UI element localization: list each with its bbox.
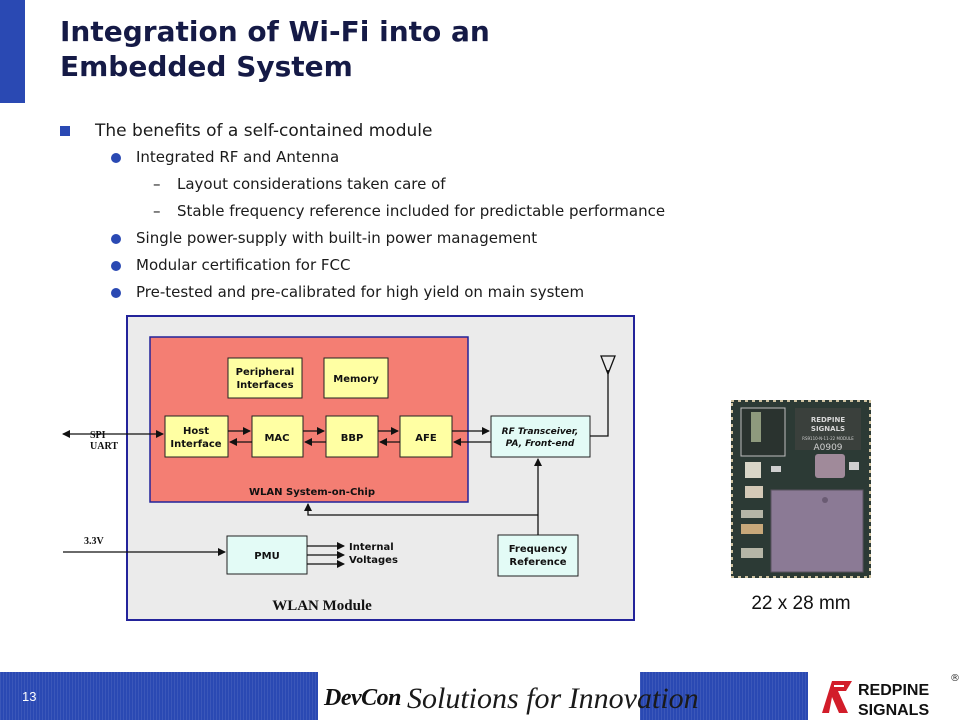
freq-soc-arrow (304, 503, 538, 516)
mac-block (251, 415, 304, 458)
afe-label: AFE (415, 433, 437, 444)
bullet-list: The benefits of a self-contained module … (60, 118, 665, 306)
module-size-caption: 22 x 28 mm (751, 593, 851, 614)
mac-label: MAC (264, 433, 289, 444)
slide-title-line1: Integration of Wi-Fi into an (60, 15, 490, 48)
bbp-label: BBP (341, 433, 364, 444)
bullet-power-supply: Single power-supply with built-in power … (60, 225, 665, 252)
title-accent-bar (0, 0, 25, 103)
soc-label: WLAN System-on-Chip (249, 487, 375, 498)
peripheral-label-2: Interfaces (236, 380, 293, 391)
bullet-main: The benefits of a self-contained module (60, 118, 665, 144)
uart-label: UART (90, 441, 118, 452)
pmu-block (226, 535, 308, 575)
bullet-certification: Modular certification for FCC (60, 252, 665, 279)
antenna-icon (600, 355, 616, 376)
chip-logo-line1: REDPINE (811, 416, 846, 424)
bullet-layout: Layout considerations taken care of (60, 171, 665, 198)
rf-label-1: RF Transceiver, (502, 427, 579, 437)
spi-label: SPI (90, 430, 106, 441)
memory-block (323, 357, 389, 399)
bbp-block (325, 415, 379, 458)
rf-transceiver-block (490, 415, 591, 458)
antenna-feed-line (590, 370, 609, 437)
bullet-pretested: Pre-tested and pre-calibrated for high y… (60, 279, 665, 306)
footer-band-right (640, 672, 808, 720)
memory-label: Memory (333, 374, 379, 385)
footer-bar: 13 DevCon Solutions for Innovation REDPI… (0, 672, 960, 720)
footer-band-left (0, 672, 318, 720)
internal-label-2: Voltages (349, 555, 398, 566)
freq-label-1: Frequency (509, 544, 568, 555)
rf-label-2: PA, Front-end (506, 439, 575, 449)
host-label-2: Interface (170, 439, 221, 450)
host-label-1: Host (183, 426, 209, 437)
afe-block (399, 415, 453, 458)
freq-label-2: Reference (509, 557, 566, 568)
pmu-label: PMU (254, 551, 279, 562)
registered-mark: ® (950, 673, 960, 684)
slide-title: Integration of Wi-Fi into an Embedded Sy… (60, 14, 490, 84)
peripheral-label-1: Peripheral (236, 367, 295, 378)
module-label: WLAN Module (272, 598, 372, 614)
redpine-logo: REDPINE SIGNALS (818, 675, 929, 720)
internal-label-1: Internal (349, 542, 394, 553)
frequency-reference-block (497, 534, 579, 577)
block-diagram: Peripheral Interfaces Memory Host Interf… (62, 315, 635, 621)
bullet-rf-antenna: Integrated RF and Antenna (60, 144, 665, 171)
peripheral-interfaces-block (227, 357, 303, 399)
supply-label: 3.3V (84, 536, 105, 547)
chip-part-number: RS9110-N-11-22 MODULE (802, 436, 854, 441)
logo-text-line2: SIGNALS (858, 702, 929, 719)
chip-logo-line2: SIGNALS (811, 425, 845, 433)
slide-title-line2: Embedded System (60, 50, 353, 83)
module-photo: REDPINE SIGNALS RS9110-N-11-22 MODULE A0… (731, 400, 871, 578)
devcon-logo-text: DevCon (324, 685, 402, 711)
logo-text-line1: REDPINE (858, 682, 929, 699)
host-interface-block (164, 415, 229, 458)
chip-code: A0909 (813, 443, 842, 453)
bullet-frequency-ref: Stable frequency reference included for … (60, 198, 665, 225)
footer-tagline: Solutions for Innovation (407, 682, 699, 715)
page-number: 13 (22, 689, 37, 704)
